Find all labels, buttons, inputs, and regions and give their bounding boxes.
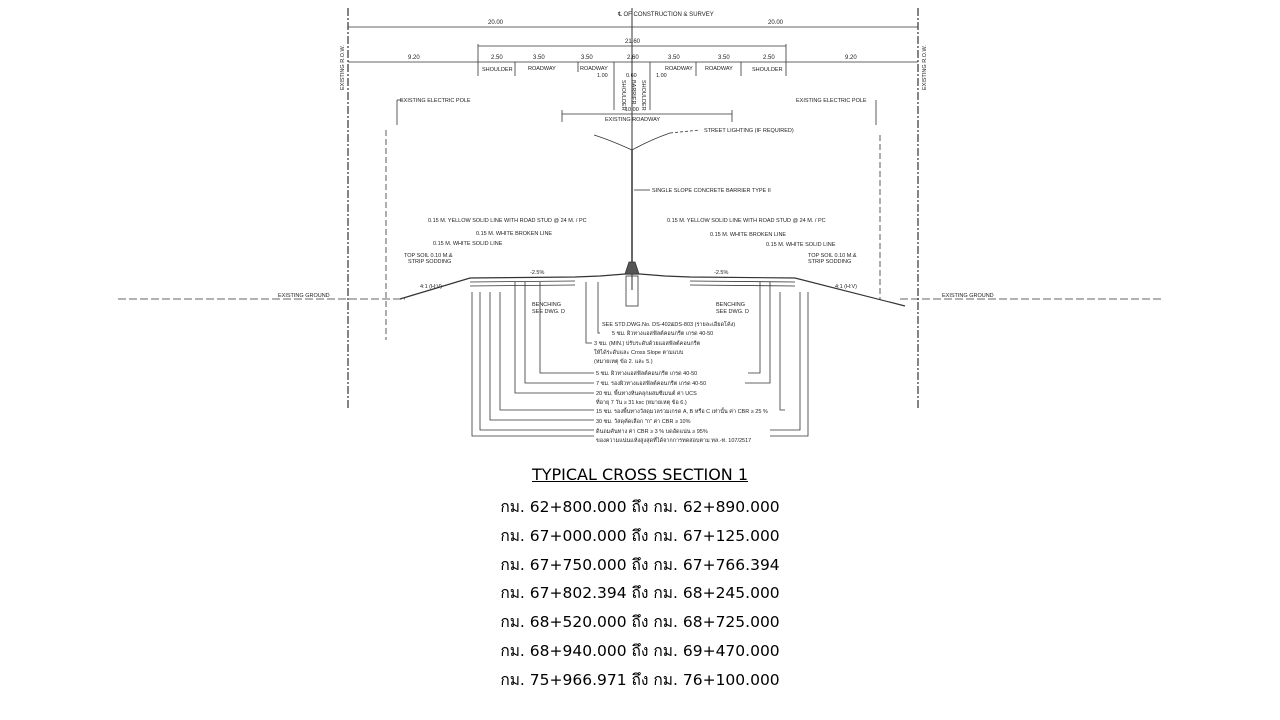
station-range: กม. 68+940.000 ถึง กม. 69+470.000 bbox=[500, 642, 780, 660]
layer-note: 5 ซม. ผิวทางแอสฟัลต์คอนกรีต เกรด 40-50 bbox=[612, 330, 713, 337]
layer-note: ให้ได้ระดับและ Cross Slope ตามแบบ bbox=[594, 349, 684, 356]
white-broken-left: 0.15 M. WHITE BROKEN LINE bbox=[476, 231, 552, 237]
station-range: กม. 67+802.394 ถึง กม. 68+245.000 bbox=[500, 584, 780, 602]
benching-right: BENCHING bbox=[716, 302, 745, 308]
layer-note: 30 ซม. วัสดุคัดเลือก "ก" ค่า CBR ≥ 10% bbox=[596, 418, 691, 425]
section-title: TYPICAL CROSS SECTION 1 bbox=[531, 465, 749, 484]
benching-right: SEE DWG. D bbox=[716, 309, 749, 315]
row-label-right: EXISTING R.O.W. bbox=[922, 45, 928, 90]
layer-note: ที่อายุ 7 วัน ≥ 31 ksc (หมายเหตุ ข้อ 6.) bbox=[596, 398, 687, 406]
barrier-label: SINGLE SLOPE CONCRETE BARRIER TYPE II bbox=[652, 188, 771, 194]
yellow-line-left: 0.15 M. YELLOW SOLID LINE WITH ROAD STUD… bbox=[428, 218, 587, 224]
dim-lane: 2.50 bbox=[491, 55, 503, 61]
street-lighting-label: STREET LIGHTING (IF REQUIRED) bbox=[704, 128, 794, 134]
pole-right-label: EXISTING ELECTRIC POLE bbox=[796, 98, 867, 104]
row-label-left: EXISTING R.O.W. bbox=[340, 45, 346, 90]
yellow-line-right: 0.15 M. YELLOW SOLID LINE WITH ROAD STUD… bbox=[667, 218, 826, 224]
white-solid-right: 0.15 M. WHITE SOLID LINE bbox=[766, 242, 836, 248]
median-label: SHOULDER bbox=[640, 80, 646, 111]
cross-slope-left: -2.5% bbox=[530, 270, 544, 276]
dim-total-right: 20.00 bbox=[768, 20, 784, 26]
lane-label: ROADWAY bbox=[580, 66, 608, 72]
layer-note: 20 ซม. พื้นทางหินคลุกผสมซีเมนต์ ค่า UCS bbox=[596, 389, 697, 397]
dim-lane: 2.60 bbox=[627, 55, 639, 61]
median-label: SHOULDER bbox=[620, 80, 626, 111]
station-range: กม. 62+800.000 ถึง กม. 62+890.000 bbox=[500, 498, 780, 516]
benching-left: BENCHING bbox=[532, 302, 561, 308]
dim-lane: 3.50 bbox=[533, 55, 545, 61]
slope-right: 4:1 (H:V) bbox=[835, 284, 857, 290]
station-range: กม. 67+750.000 ถึง กม. 67+766.394 bbox=[500, 556, 780, 574]
benching-left: SEE DWG. D bbox=[532, 309, 565, 315]
topsoil-right: STRIP SODDING bbox=[808, 259, 851, 265]
median-dim: 1.00 bbox=[597, 73, 608, 79]
topsoil-left: TOP SOIL 0.10 M.& bbox=[404, 253, 453, 259]
median-dim: 1.00 bbox=[656, 73, 667, 79]
lane-label: ROADWAY bbox=[528, 66, 556, 72]
cross-slope-right: -2.5% bbox=[714, 270, 728, 276]
layer-note: 15 ซม. รองพื้นทางวัสดุมวลรวมเกรด A, B หร… bbox=[596, 407, 768, 415]
dim-total-left: 20.00 bbox=[488, 20, 504, 26]
dim-lane: 2.50 bbox=[763, 55, 775, 61]
layer-note: ของความแน่นแห้งสูงสุดที่ได้จากการทดสอบตา… bbox=[596, 436, 751, 444]
cross-section-drawing: ℄ OF CONSTRUCTION & SURVEY 20.00 20.00 2… bbox=[118, 8, 1162, 444]
station-range: กม. 75+966.971 ถึง กม. 76+100.000 bbox=[500, 671, 780, 689]
topsoil-left: STRIP SODDING bbox=[408, 259, 451, 265]
layer-note: ดินถมคันทาง ค่า CBR ≥ 3 % บดอัดแน่น ≥ 95… bbox=[596, 428, 708, 435]
station-range: กม. 68+520.000 ถึง กม. 68+725.000 bbox=[500, 613, 780, 631]
white-solid-left: 0.15 M. WHITE SOLID LINE bbox=[433, 241, 503, 247]
layer-note: 3 ซม. (MIN.) ปรับระดับด้วยแอสฟัลต์คอนกรี… bbox=[594, 340, 701, 347]
lane-label: ROADWAY bbox=[705, 66, 733, 72]
layer-note: 5 ซม. ผิวทางแอสฟัลต์คอนกรีต เกรด 40-50 bbox=[596, 370, 697, 377]
existing-ground-left: EXISTING GROUND bbox=[278, 293, 330, 299]
existing-ground-right: EXISTING GROUND bbox=[942, 293, 994, 299]
white-broken-right: 0.15 M. WHITE BROKEN LINE bbox=[710, 232, 786, 238]
dim-lane: 3.50 bbox=[718, 55, 730, 61]
dim-lane: 3.50 bbox=[668, 55, 680, 61]
topsoil-right: TOP SOIL 0.10 M.& bbox=[808, 253, 857, 259]
dim-lane: 9.20 bbox=[408, 55, 420, 61]
lane-label: SHOULDER bbox=[482, 67, 513, 73]
layer-note: 7 ซม. รองผิวทางแอสฟัลต์คอนกรีต เกรด 40-5… bbox=[596, 380, 706, 387]
layer-note: SEE STD.DWG.No. DS-402&DS-803 (รายละเอีย… bbox=[602, 320, 735, 328]
dim-lane: 3.50 bbox=[581, 55, 593, 61]
lane-label: ROADWAY bbox=[665, 66, 693, 72]
station-range: กม. 67+000.000 ถึง กม. 67+125.000 bbox=[500, 527, 780, 545]
existing-roadway: EXISTING ROADWAY bbox=[605, 117, 660, 123]
dim-lane: 9.20 bbox=[845, 55, 857, 61]
median-dim: 0.60 bbox=[626, 73, 637, 79]
pole-left-label: EXISTING ELECTRIC POLE bbox=[400, 98, 471, 104]
dim-paved: 21.60 bbox=[625, 39, 641, 45]
layer-note: (หมายเหตุ ข้อ 2. และ 5.) bbox=[594, 358, 653, 365]
centerline-label: ℄ OF CONSTRUCTION & SURVEY bbox=[617, 12, 714, 18]
existing-width: 10.00 bbox=[625, 107, 639, 113]
lane-label: SHOULDER bbox=[752, 67, 783, 73]
median-label: BARRIER bbox=[630, 80, 636, 104]
slope-left: 4:1 (H:V) bbox=[420, 284, 442, 290]
